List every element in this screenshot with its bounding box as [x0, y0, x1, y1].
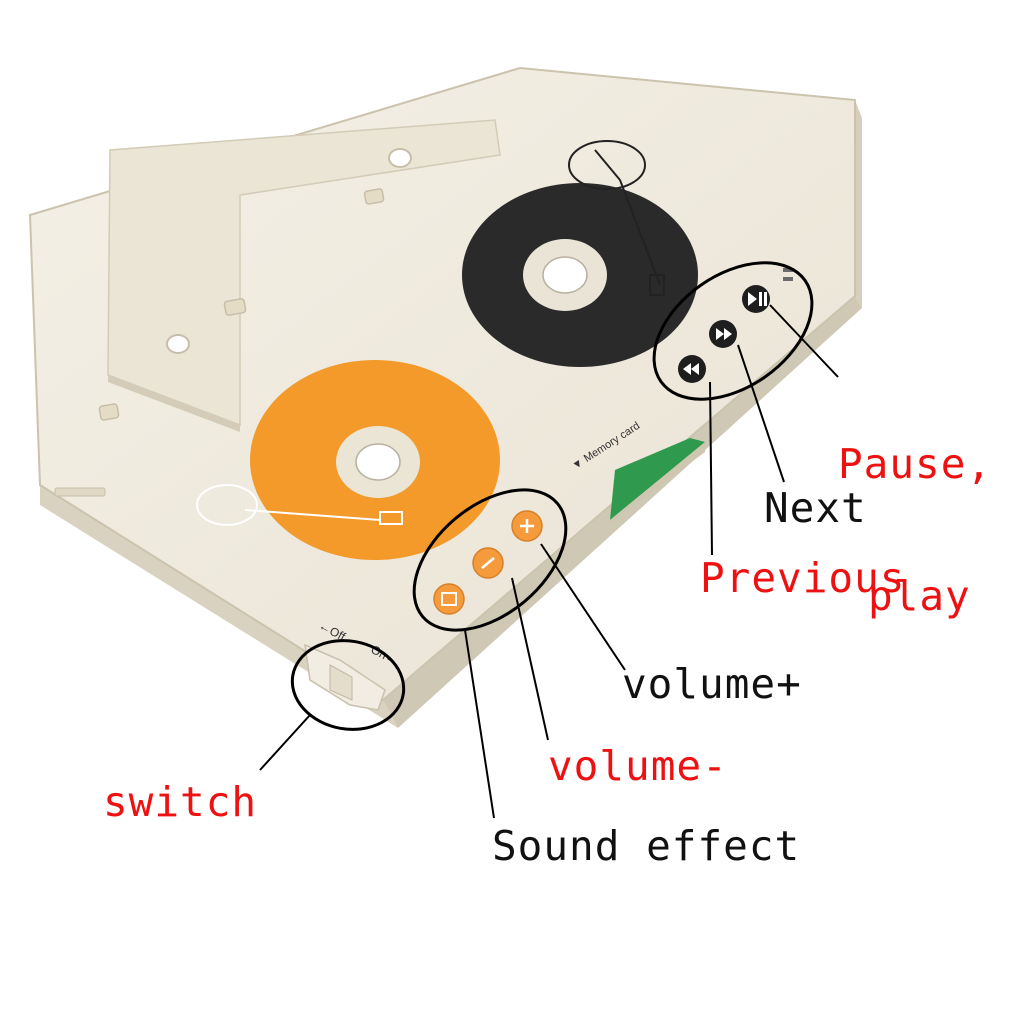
eq-icon	[441, 592, 457, 606]
pause-play-callout-line2: play	[868, 572, 971, 620]
leader-next	[737, 344, 785, 483]
indicator-dots	[783, 277, 793, 281]
leader-volume-plus	[540, 543, 626, 671]
leader-pause-play	[769, 304, 839, 378]
pause-play-callout-line1: Pause,	[838, 440, 993, 488]
volume-minus-callout: volume-	[548, 742, 728, 790]
tape-slot	[363, 188, 385, 205]
volume-buttons-highlight	[412, 488, 568, 632]
orange-reel	[250, 360, 500, 560]
turntable-icon	[196, 484, 403, 526]
leader-volume-minus	[511, 577, 549, 741]
volume-plus-button[interactable]	[511, 510, 543, 542]
leader-lines	[259, 304, 839, 819]
callout-highlights	[290, 261, 814, 731]
leader-previous	[709, 381, 713, 556]
tape-slot	[98, 403, 120, 421]
pause-play-callout: Pause, play	[838, 354, 992, 706]
previous-callout: Previous	[700, 554, 906, 602]
power-switch[interactable]	[304, 643, 386, 711]
sound-effect-button[interactable]	[433, 583, 465, 615]
pause-play-button[interactable]	[742, 285, 770, 313]
leader-switch	[259, 714, 311, 771]
sound-effect-callout: Sound effect	[492, 822, 801, 870]
turntable-icon	[568, 140, 665, 296]
fast-forward-icon	[716, 328, 732, 340]
next-button[interactable]	[709, 320, 737, 348]
indicator-dots	[783, 268, 793, 272]
tape-hole	[166, 334, 190, 354]
play-pause-icon	[748, 292, 767, 306]
volume-minus-button[interactable]	[472, 547, 504, 579]
memory-card-slot	[600, 438, 705, 530]
tape-slot	[54, 487, 106, 497]
previous-button[interactable]	[678, 355, 706, 383]
plus-icon	[520, 519, 534, 533]
leader-sound-effect	[464, 629, 495, 819]
tape-hole	[388, 148, 412, 168]
switch-callout: switch	[103, 778, 258, 826]
cassette-body: ▼ Memory card ←Off On→	[28, 66, 862, 728]
next-callout: Next	[764, 484, 867, 532]
volume-plus-callout: volume+	[622, 660, 802, 708]
switch-highlight	[290, 639, 406, 731]
tape-slot	[223, 298, 247, 316]
media-buttons-highlight	[652, 261, 814, 401]
tape-ridge-shadow	[108, 375, 240, 432]
cassette-right-edge	[855, 100, 862, 308]
minus-icon	[481, 557, 495, 569]
rewind-icon	[683, 363, 699, 375]
